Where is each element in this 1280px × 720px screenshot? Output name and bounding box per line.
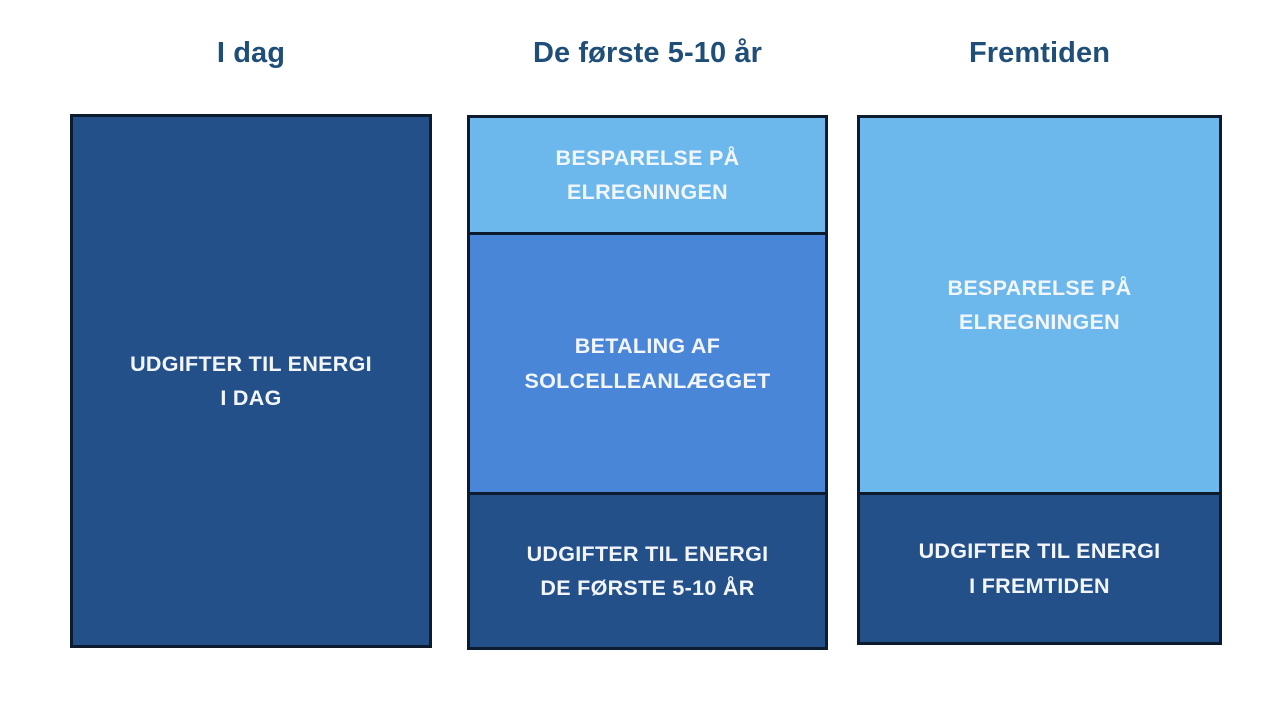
segment-label-line2: DE FØRSTE 5-10 ÅR [540,576,755,600]
segment-label-line1: UDGIFTER TIL ENERGI [130,351,372,376]
bar-segment-betaling-af-solcelleanlaegget: BETALING AF SOLCELLEANLÆGGET [470,232,825,492]
bar-segment-besparelse-pa-elregningen: BESPARELSE PÅ ELREGNINGEN [470,118,825,232]
segment-label-line1: UDGIFTER TIL ENERGI [918,539,1161,564]
segment-label-line2: SOLCELLEANLÆGGET [524,368,771,393]
bar-segment-udgifter-til-energi-i-fremtiden: UDGIFTER TIL ENERGI I FREMTIDEN [860,492,1219,642]
segment-label-line1: UDGIFTER TIL ENERGI [526,541,769,566]
bar-column-fremtiden: BESPARELSE PÅ ELREGNINGEN UDGIFTER TIL E… [857,115,1222,645]
segment-label-line2: I FREMTIDEN [969,573,1110,598]
bar-segment-udgifter-til-energi-i-dag: UDGIFTER TIL ENERGI I DAG [73,117,429,645]
segment-label-line1: BETALING AF [574,334,721,359]
bar-column-i-dag: UDGIFTER TIL ENERGI I DAG [70,114,432,648]
segment-label-line1: BESPARELSE PÅ [555,145,740,170]
segment-label-line2: ELREGNINGEN [959,310,1120,334]
bar-segment-besparelse-pa-elregningen-fremtiden: BESPARELSE PÅ ELREGNINGEN [860,118,1219,492]
segment-label-line2: ELREGNINGEN [567,180,728,204]
bar-segment-udgifter-til-energi-de-forste-5-10-ar: UDGIFTER TIL ENERGI DE FØRSTE 5-10 ÅR [470,492,825,647]
segment-label-line1: BESPARELSE PÅ [947,275,1132,300]
column-title-i-dag: I dag [216,37,286,69]
column-title-de-forste-5-10-ar: De første 5-10 år [533,37,762,69]
segment-label-line2: I DAG [220,386,282,410]
bar-column-de-forste-5-10-ar: BESPARELSE PÅ ELREGNINGEN BETALING AF SO… [467,115,828,650]
column-title-fremtiden: Fremtiden [968,37,1111,69]
